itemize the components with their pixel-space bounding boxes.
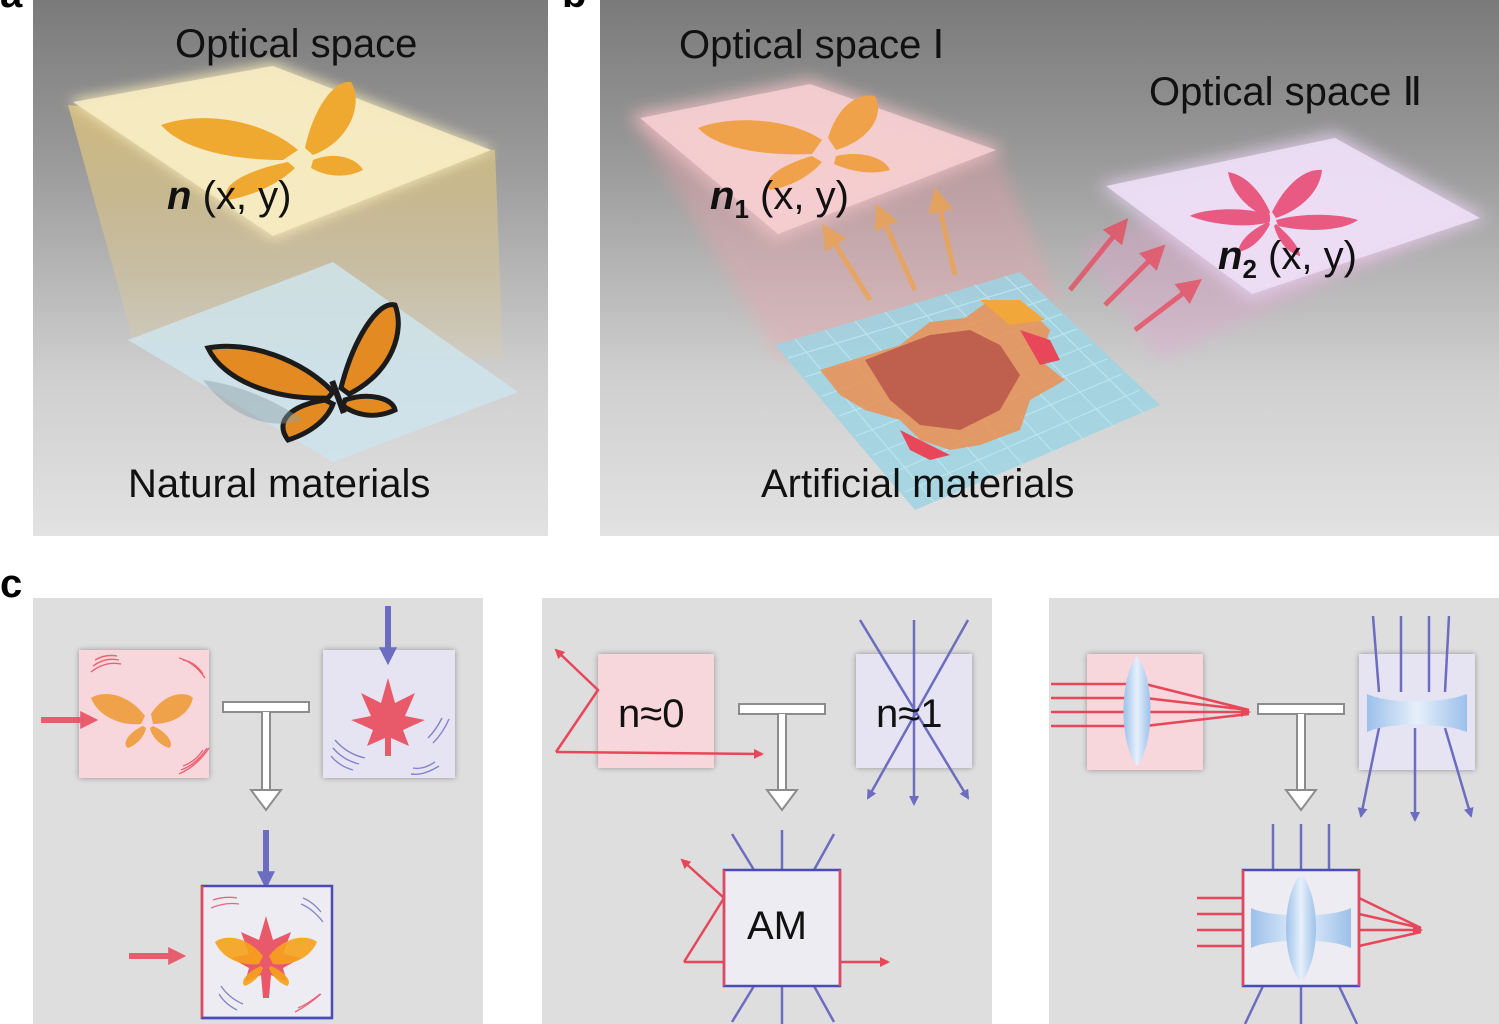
artificial-material-grid: [775, 272, 1160, 510]
unity-label: n≈1: [876, 692, 943, 736]
butterfly-silhouette-icon: [698, 95, 890, 190]
scatter-waves: [330, 717, 450, 776]
panel-a-illustration: [68, 62, 518, 462]
butterfly-icon: [91, 693, 193, 748]
panel-c1-diagram: [41, 606, 455, 1020]
index-args: (x, y): [760, 174, 849, 218]
panel-c-butterfly-leaf: [33, 598, 483, 1024]
index-args: (x, y): [1268, 234, 1357, 278]
maple-leaf-icon: [351, 678, 425, 756]
panel-a-title: Optical space: [175, 22, 418, 66]
concave-lens-icon: [1367, 694, 1467, 732]
panel-letter-c: c: [0, 562, 23, 606]
index-args: (x, y): [202, 174, 292, 218]
panel-b-bottom-label: Artificial materials: [761, 462, 1075, 506]
panel-letter-a: a: [0, 0, 22, 17]
index-subscript: 2: [1242, 254, 1257, 284]
panel-c-index-boxes: n≈0 n≈1 AM: [542, 598, 992, 1024]
natural-material-plane: [128, 262, 518, 462]
panel-letter-b: b: [562, 0, 586, 17]
panel-b: Optical space Ⅰ Optical space Ⅱ n1 (x, y…: [600, 0, 1499, 536]
near-zero-index-box: [598, 654, 714, 768]
scatter-waves: [90, 654, 210, 775]
index-subscript: 1: [734, 194, 749, 224]
index-symbol: n: [710, 174, 735, 218]
monarch-butterfly-icon: [203, 302, 401, 443]
panel-b-title-2: Optical space Ⅱ: [1149, 70, 1423, 114]
pink-box: [79, 650, 209, 778]
panel-b-illustration: [630, 78, 1488, 510]
butterfly-icon: [215, 937, 317, 986]
panel-b-title-1: Optical space Ⅰ: [679, 23, 945, 67]
combine-arrow-icon: [222, 701, 310, 812]
maple-leaf-silhouette-icon: [1190, 169, 1358, 256]
am-box: [722, 868, 842, 988]
panel-a-bottom-label: Natural materials: [128, 462, 431, 506]
combine-arrow-icon: [738, 703, 826, 812]
index-symbol: n: [167, 174, 192, 218]
combine-arrow-icon: [1257, 703, 1345, 812]
index-symbol: n: [1218, 234, 1243, 278]
panel-a-index: n (x, y): [167, 174, 291, 219]
panel-c3-diagram: [1051, 615, 1475, 1024]
panel-c2-diagram: [554, 619, 972, 1024]
near-zero-label: n≈0: [618, 692, 685, 736]
convex-lens-icon: [1123, 656, 1151, 766]
panel-c-lenses: [1049, 598, 1499, 1024]
am-label: AM: [747, 904, 807, 948]
butterfly-silhouette-icon: [161, 81, 363, 200]
convex-lens-icon: [1286, 874, 1316, 982]
panel-a: Optical space n (x, y) Natural materials: [33, 0, 548, 536]
panel-b-index-2: n2 (x, y): [1218, 234, 1357, 285]
panel-b-index-1: n1 (x, y): [710, 174, 849, 225]
